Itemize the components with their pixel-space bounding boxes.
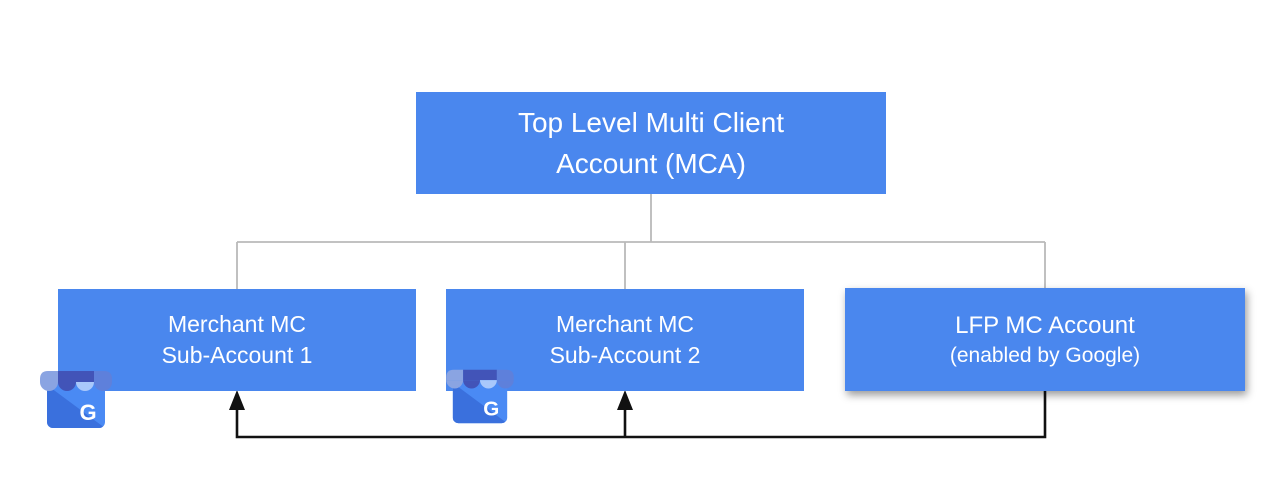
node-merchant-sub-account-1: Merchant MC Sub-Account 1: [58, 289, 416, 391]
tree-connector-lines: [236, 194, 1046, 289]
node-label-line2: (enabled by Google): [949, 343, 1141, 367]
storefront-body: G: [47, 381, 105, 428]
arrowhead-sub1-icon: [229, 390, 245, 410]
node-label-line1: Merchant MC: [555, 311, 695, 337]
google-my-business-icon: G: [446, 369, 514, 424]
node-label-line1: Top Level Multi Client: [517, 107, 785, 138]
google-my-business-icon: G: [40, 371, 112, 428]
node-top-level-mca: Top Level Multi Client Account (MCA): [416, 92, 886, 194]
node-lfp-mc-account: LFP MC Account (enabled by Google): [845, 288, 1245, 391]
node-label-line1: LFP MC Account: [955, 311, 1135, 339]
storefront-awning: [40, 371, 112, 391]
feedback-arrow-lines: [235, 391, 1047, 439]
node-label-line1: Merchant MC: [167, 311, 307, 337]
storefront-awning: [446, 369, 514, 389]
node-label-line2: Account (MCA): [556, 148, 746, 179]
arrowhead-sub2-icon: [617, 390, 633, 410]
node-label-line2: Sub-Account 2: [549, 342, 701, 368]
google-g-letter: G: [79, 400, 96, 425]
google-g-letter: G: [483, 398, 499, 421]
storefront-body: G: [452, 379, 508, 424]
node-label-line2: Sub-Account 1: [161, 342, 313, 368]
